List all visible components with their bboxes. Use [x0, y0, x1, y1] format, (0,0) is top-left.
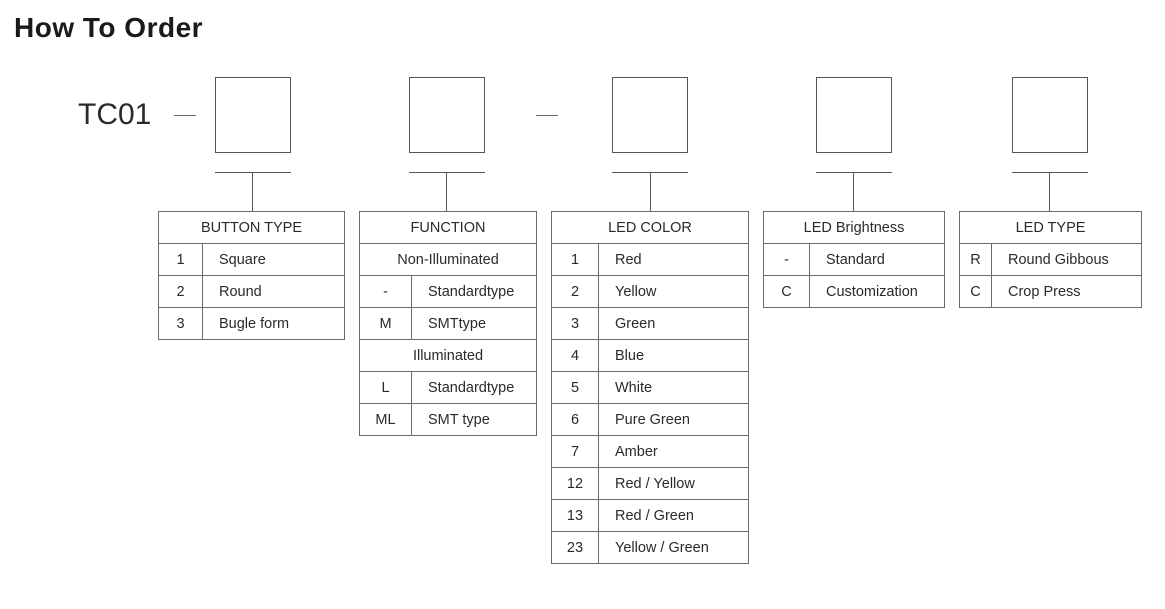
option-code: - — [763, 243, 810, 276]
connector-stem — [252, 172, 253, 211]
table-header: FUNCTION — [358, 211, 538, 244]
group-label-non-illuminated: Non-Illuminated — [358, 243, 538, 276]
table-row: C Crop Press — [959, 275, 1143, 308]
group-label-illuminated: Illuminated — [358, 339, 538, 372]
option-label: Round Gibbous — [990, 243, 1143, 276]
option-label: Customization — [809, 275, 945, 308]
option-code: 3 — [158, 307, 203, 340]
separator-dash — [536, 115, 558, 116]
option-code: 2 — [551, 275, 599, 308]
option-label: Crop Press — [990, 275, 1143, 308]
table-row: ML SMT type — [359, 403, 538, 436]
code-box-led-type — [1012, 77, 1088, 153]
option-code: 12 — [551, 467, 599, 500]
function-table: FUNCTION Non-Illuminated - Standardtype … — [358, 211, 538, 436]
option-label: Square — [201, 243, 346, 276]
table-header: LED TYPE — [958, 211, 1143, 244]
table-row: 12 Red / Yellow — [551, 467, 749, 500]
code-box-function — [409, 77, 485, 153]
table-row: 2 Yellow — [551, 275, 749, 308]
option-label: Red — [598, 243, 749, 276]
button-type-table: BUTTON TYPE 1 Square 2 Round 3 Bugle for… — [157, 211, 346, 340]
option-label: Green — [598, 307, 749, 340]
table-row: 1 Red — [551, 243, 749, 276]
option-code: 1 — [158, 243, 203, 276]
table-header: BUTTON TYPE — [157, 211, 346, 244]
option-label: SMT type — [410, 403, 538, 436]
option-code: R — [959, 243, 992, 276]
separator-dash — [174, 115, 196, 116]
table-row: 5 White — [551, 371, 749, 404]
option-label: Yellow / Green — [598, 531, 749, 564]
led-type-table: LED TYPE R Round Gibbous C Crop Press — [958, 211, 1143, 308]
option-label: Amber — [598, 435, 749, 468]
option-code: 2 — [158, 275, 203, 308]
connector-bar — [1012, 172, 1088, 173]
table-row: 13 Red / Green — [551, 499, 749, 532]
table-row: M SMTtype — [359, 307, 538, 340]
option-code: 1 — [551, 243, 599, 276]
table-header: LED COLOR — [551, 211, 749, 244]
option-code: ML — [359, 403, 412, 436]
option-label: White — [598, 371, 749, 404]
option-label: SMTtype — [410, 307, 538, 340]
option-label: Standardtype — [410, 275, 538, 308]
code-box-button-type — [215, 77, 291, 153]
option-code: C — [763, 275, 810, 308]
option-code: 4 — [551, 339, 599, 372]
table-row: C Customization — [763, 275, 945, 308]
page-title: How To Order — [14, 12, 204, 43]
led-color-table: LED COLOR 1 Red 2 Yellow 3 Green 4 Blue … — [551, 211, 749, 564]
option-code: C — [959, 275, 992, 308]
connector-stem — [1049, 172, 1050, 211]
table-row: R Round Gibbous — [959, 243, 1143, 276]
model-prefix: TC01 — [78, 98, 152, 131]
option-code: L — [359, 371, 412, 404]
option-code: 23 — [551, 531, 599, 564]
table-row: 4 Blue — [551, 339, 749, 372]
option-code: 7 — [551, 435, 599, 468]
option-label: Red / Green — [598, 499, 749, 532]
option-label: Blue — [598, 339, 749, 372]
option-code: - — [359, 275, 412, 308]
table-row: 3 Green — [551, 307, 749, 340]
table-row: 2 Round — [158, 275, 346, 308]
connector-bar — [816, 172, 892, 173]
table-row: 1 Square — [158, 243, 346, 276]
table-row: L Standardtype — [359, 371, 538, 404]
table-header: LED Brightness — [763, 211, 945, 244]
code-box-led-brightness — [816, 77, 892, 153]
table-row: - Standard — [763, 243, 945, 276]
led-brightness-table: LED Brightness - Standard C Customizatio… — [763, 211, 945, 308]
option-label: Red / Yellow — [598, 467, 749, 500]
table-row: 3 Bugle form — [158, 307, 346, 340]
table-row: 23 Yellow / Green — [551, 531, 749, 564]
option-label: Bugle form — [201, 307, 346, 340]
option-code: 6 — [551, 403, 599, 436]
table-row: 7 Amber — [551, 435, 749, 468]
option-code: 5 — [551, 371, 599, 404]
option-label: Yellow — [598, 275, 749, 308]
table-row: - Standardtype — [359, 275, 538, 308]
option-label: Standard — [809, 243, 945, 276]
connector-bar — [409, 172, 485, 173]
option-code: 3 — [551, 307, 599, 340]
connector-stem — [446, 172, 447, 211]
connector-stem — [650, 172, 651, 211]
option-code: 13 — [551, 499, 599, 532]
option-code: M — [359, 307, 412, 340]
connector-bar — [215, 172, 291, 173]
option-label: Round — [201, 275, 346, 308]
option-label: Standardtype — [410, 371, 538, 404]
code-box-led-color — [612, 77, 688, 153]
connector-stem — [853, 172, 854, 211]
table-row: 6 Pure Green — [551, 403, 749, 436]
option-label: Pure Green — [598, 403, 749, 436]
